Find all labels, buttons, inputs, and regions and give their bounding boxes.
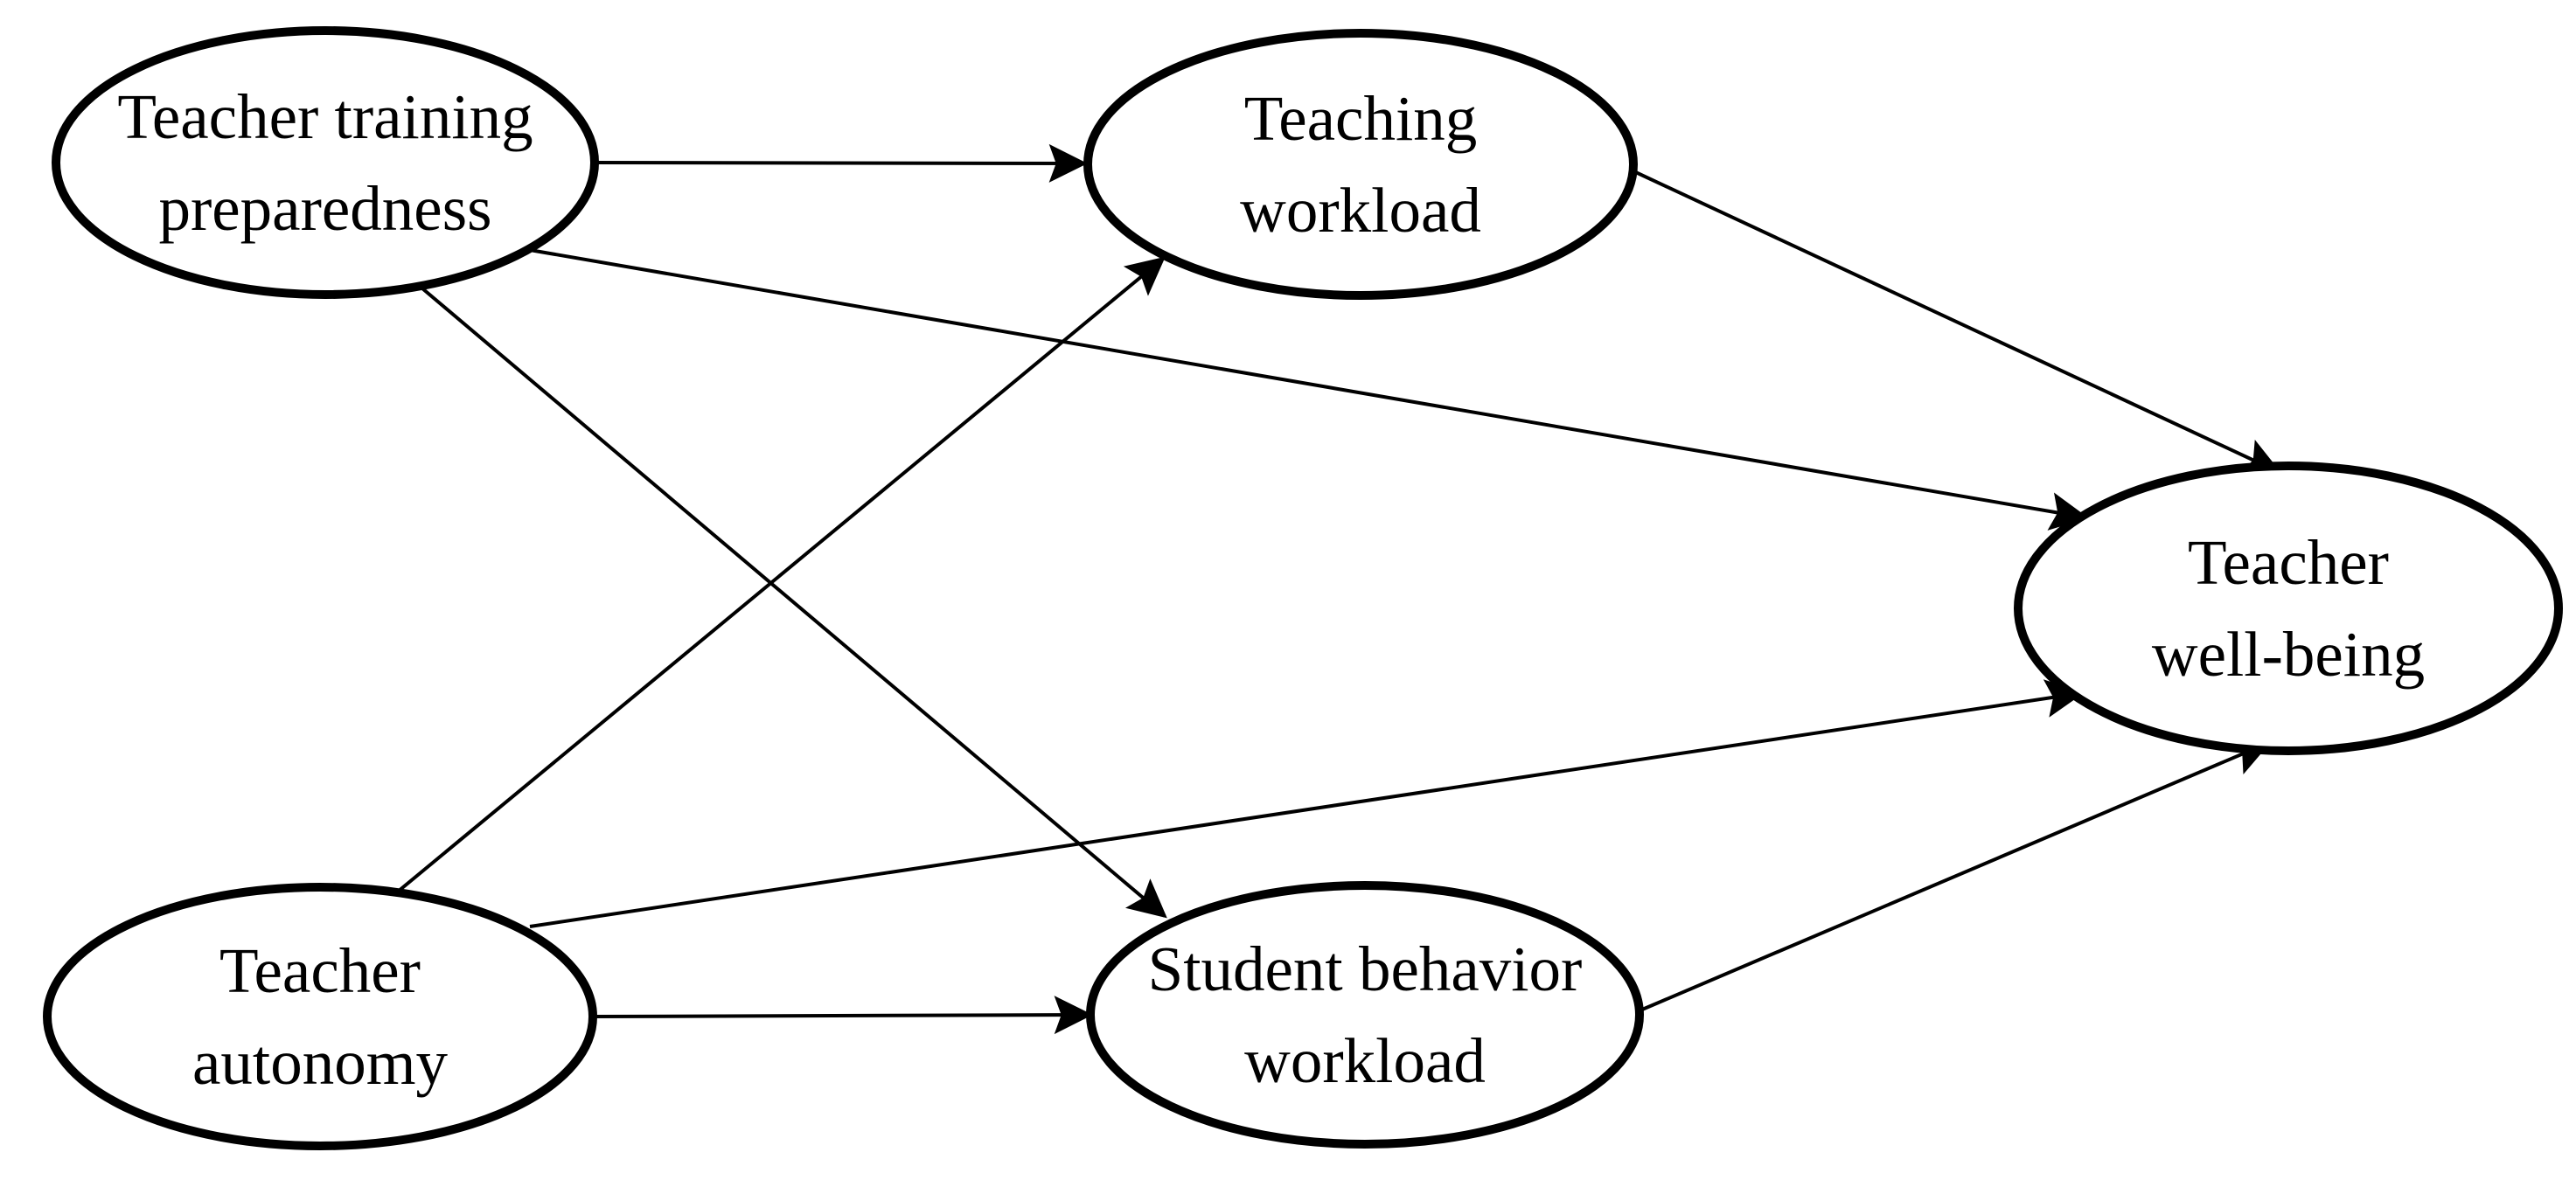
teacher-training-preparedness-label-line-1: Teacher training xyxy=(117,81,533,152)
teacher-well-being-ellipse xyxy=(2014,462,2563,755)
node-teacher-training-preparedness: Teacher training preparedness xyxy=(52,26,599,299)
edges-layer xyxy=(396,143,2282,1035)
node-teacher-autonomy: Teacher autonomy xyxy=(43,883,597,1150)
teacher-training-preparedness-label-line-2: preparedness xyxy=(158,173,491,244)
edge-preparedness-to-student-workload xyxy=(421,287,1167,919)
teacher-well-being-label-line-2: well-being xyxy=(2152,619,2425,690)
node-student-behavior-workload: Student behavior workload xyxy=(1086,881,1644,1149)
edge-preparedness-to-well-being xyxy=(524,247,2089,531)
teacher-well-being-label-line-1: Teacher xyxy=(2188,527,2389,598)
teacher-autonomy-label-line-2: autonomy xyxy=(192,1027,448,1098)
teaching-workload-label-line-2: workload xyxy=(1240,175,1481,246)
node-teacher-well-being: Teacher well-being xyxy=(2014,462,2563,755)
student-behavior-workload-label-line-1: Student behavior xyxy=(1148,934,1583,1004)
edge-autonomy-to-student-workload xyxy=(592,996,1093,1035)
teacher-autonomy-label-line-1: Teacher xyxy=(219,935,421,1006)
teacher-autonomy-ellipse xyxy=(43,883,597,1150)
node-teaching-workload: Teaching workload xyxy=(1083,29,1638,300)
teaching-workload-label-line-1: Teaching xyxy=(1244,83,1477,154)
edge-autonomy-to-well-being xyxy=(529,679,2085,928)
student-behavior-workload-label-line-2: workload xyxy=(1244,1025,1486,1096)
teacher-training-preparedness-ellipse xyxy=(52,26,599,299)
edge-student-workload-to-well-being xyxy=(1641,739,2272,1011)
student-behavior-workload-ellipse xyxy=(1086,881,1644,1149)
edge-autonomy-to-teaching-workload xyxy=(396,256,1166,893)
edge-teaching-workload-to-well-being xyxy=(1627,167,2282,475)
teaching-workload-ellipse xyxy=(1083,29,1638,300)
nodes-layer: Teacher training preparedness Teaching work… xyxy=(43,26,2563,1150)
